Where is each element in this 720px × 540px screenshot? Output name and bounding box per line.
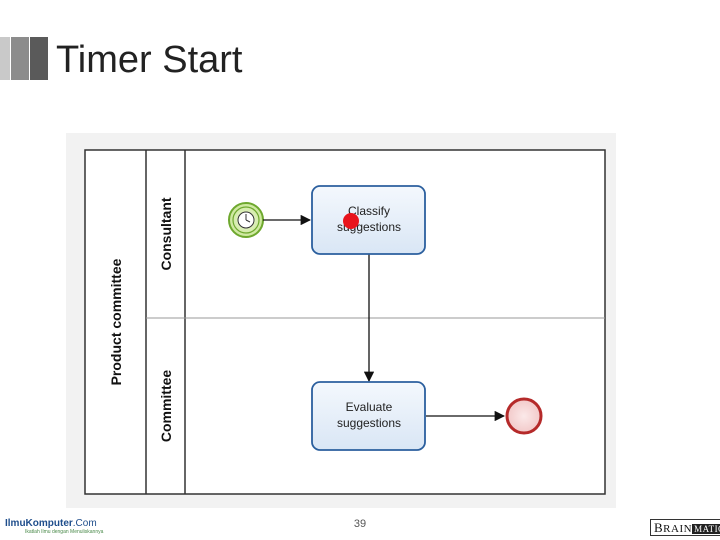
logo-domain: .Com bbox=[72, 518, 97, 529]
ilmukomputer-logo: IlmuKomputer.Com Ikatlah Ilmu dengan Men… bbox=[5, 518, 103, 535]
page-number: 39 bbox=[353, 518, 367, 530]
logo-name: IlmuKomputer bbox=[5, 518, 73, 529]
task-evaluate-suggestions[interactable]: Evaluate suggestions bbox=[311, 381, 426, 451]
bpmn-diagram: Product committee Consultant Committee C… bbox=[84, 149, 606, 495]
logo-rest: RAIN bbox=[663, 523, 693, 535]
slide-title: Timer Start bbox=[56, 39, 243, 81]
task-classify-suggestions[interactable]: Classify suggestions bbox=[311, 185, 426, 255]
brainmatics-logo: BRAINMATICS bbox=[650, 519, 720, 536]
task-label-line1: Classify bbox=[348, 204, 390, 218]
logo-inverse: MATICS bbox=[692, 524, 720, 534]
title-accent-bar-dark bbox=[30, 37, 48, 80]
pointer-marker-dot bbox=[343, 213, 359, 229]
title-accent-bar-light bbox=[0, 37, 10, 80]
task-label-line2: suggestions bbox=[337, 416, 401, 430]
logo-first-letter: B bbox=[654, 520, 664, 535]
end-event[interactable] bbox=[505, 397, 543, 435]
clock-icon bbox=[237, 211, 255, 229]
lane-label-committee: Committee bbox=[158, 370, 174, 443]
pool-label: Product committee bbox=[108, 258, 124, 385]
lane-label-consultant: Consultant bbox=[158, 197, 174, 270]
task-label-line1: Evaluate bbox=[346, 400, 393, 414]
logo-tagline: Ikatlah Ilmu dengan Menuliskannya bbox=[25, 529, 104, 535]
title-accent-bar-mid bbox=[11, 37, 29, 80]
timer-start-event[interactable] bbox=[228, 202, 264, 238]
